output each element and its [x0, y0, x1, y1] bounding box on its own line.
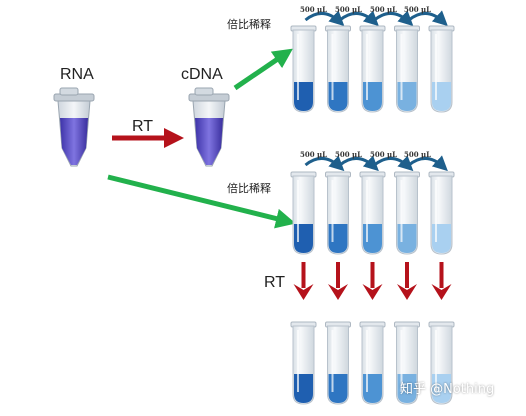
tube-liquid: [328, 82, 348, 111]
cdna-tube: [188, 87, 230, 167]
test-tube: [290, 25, 317, 113]
rt-arrows-row: [293, 262, 452, 300]
volume-label: 500 μL: [335, 5, 363, 14]
test-tube: [359, 25, 386, 113]
test-tube: [428, 171, 455, 255]
tube-liquid: [294, 374, 313, 403]
dilution-series-rna: [290, 155, 455, 255]
test-tube: [325, 25, 351, 113]
tube-liquid: [363, 224, 382, 253]
tube-liquid: [328, 224, 348, 253]
rt-down-arrowhead: [293, 284, 314, 300]
rna-label: RNA: [60, 66, 94, 83]
transfer-arrow: [339, 155, 379, 172]
transfer-arrow: [339, 10, 379, 27]
volume-label: 500 μL: [335, 150, 363, 159]
tube-liquid: [397, 82, 417, 111]
dilution-series-cdna: [290, 10, 455, 113]
tube-liquid: [432, 82, 451, 111]
volume-label: 500 μL: [370, 150, 398, 159]
tube-liquid: [294, 224, 313, 253]
tube-liquid: [363, 82, 382, 111]
volume-label: 500 μL: [300, 5, 328, 14]
test-tube: [325, 321, 351, 405]
rt-down-arrowhead: [328, 284, 348, 300]
test-tube: [394, 321, 420, 405]
transfer-arrow: [373, 10, 414, 27]
tube-liquid: [294, 82, 313, 111]
tube-liquid: [397, 224, 417, 253]
test-tube: [325, 171, 351, 255]
tube-liquid: [363, 374, 382, 403]
tube-liquid: [328, 374, 348, 403]
transfer-arrow: [408, 10, 448, 27]
transfer-arrow: [304, 10, 345, 27]
test-tube: [290, 321, 317, 405]
test-tube: [428, 25, 455, 113]
dilution-series-rna-rt: [290, 321, 455, 405]
rna-tube: [53, 87, 95, 167]
tube-liquid: [432, 224, 451, 253]
test-tube: [428, 321, 455, 405]
test-tube: [359, 321, 386, 405]
volume-label: 500 μL: [404, 150, 432, 159]
green-arrow-to-top-series: [233, 48, 293, 91]
test-tube: [359, 171, 386, 255]
transfer-arrow: [304, 155, 345, 172]
test-tube: [394, 171, 420, 255]
volume-label: 500 μL: [300, 150, 328, 159]
transfer-arrow: [408, 155, 448, 172]
test-tube: [394, 25, 420, 113]
volume-label: 500 μL: [404, 5, 432, 14]
cdna-label: cDNA: [181, 66, 223, 83]
watermark: 知乎 @Nothing: [400, 382, 495, 397]
volume-label: 500 μL: [370, 5, 398, 14]
transfer-arrow: [373, 155, 414, 172]
test-tube: [290, 171, 317, 255]
rt-down-arrowhead: [397, 284, 417, 300]
rt-down-arrowhead: [362, 284, 383, 300]
rt-label-top: RT: [132, 118, 154, 135]
rt-label-bottom: RT: [264, 274, 286, 291]
dilution-label-top: 倍比稀释: [227, 18, 271, 31]
dilution-label-bottom: 倍比稀释: [227, 182, 271, 195]
rt-down-arrowhead: [431, 284, 452, 300]
green-arrow-to-middle-series: [107, 174, 296, 229]
